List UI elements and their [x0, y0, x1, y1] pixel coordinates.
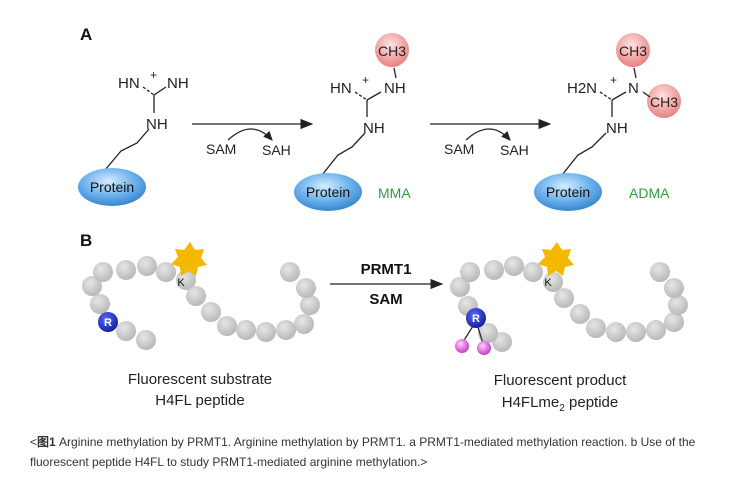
- peptide-bead: [93, 262, 113, 282]
- mma-ch3: CH3: [378, 43, 406, 59]
- step1-arrow: SAM SAH: [192, 118, 314, 158]
- substrate-peptide: [82, 256, 320, 350]
- adma-h2n: H2N: [567, 80, 597, 97]
- peptide-bead: [300, 295, 320, 315]
- peptide-bead: [201, 302, 221, 322]
- reactant-nh-chain: NH: [146, 116, 168, 133]
- substrate-caption-line2: H4FL peptide: [155, 392, 245, 409]
- reactant-hn: HN: [118, 75, 140, 92]
- adma-nh-chain: NH: [606, 120, 628, 137]
- peptide-bead: [156, 262, 176, 282]
- mma-nh: NH: [384, 80, 406, 97]
- peptide-bead: [664, 312, 684, 332]
- cofactor-label: SAM: [369, 291, 402, 308]
- peptide-bead: [570, 304, 590, 324]
- reactant-nh: NH: [167, 75, 189, 92]
- reactant-protein-label: Protein: [90, 179, 134, 195]
- peptide-bead: [450, 277, 470, 297]
- peptide-bead: [116, 321, 136, 341]
- peptide-bead: [280, 262, 300, 282]
- mma-methyl-ball: [375, 33, 409, 67]
- mma-structure: CH3 HN + NH NH Protein MMA: [294, 33, 411, 211]
- adma-protein-blob: [534, 173, 602, 211]
- figure: A HN + NH NH Protein SAM SAH CH3 HN + NH…: [78, 25, 688, 414]
- peptide-bead: [646, 320, 666, 340]
- peptide-bead: [236, 320, 256, 340]
- peptide-bead: [276, 320, 296, 340]
- left-lysine-fluorophore: K: [171, 242, 207, 289]
- peptide-bead: [626, 322, 646, 342]
- peptide-bead: [296, 278, 316, 298]
- peptide-bead: [523, 262, 543, 282]
- panel-b-arrow: PRMT1 SAM: [330, 261, 444, 308]
- step2-sam: SAM: [444, 141, 474, 157]
- panel-b-label: B: [80, 231, 92, 250]
- peptide-bead: [668, 295, 688, 315]
- mma-nh-chain: NH: [363, 120, 385, 137]
- peptide-bead: [478, 323, 498, 343]
- adma-name: ADMA: [629, 185, 670, 201]
- peptide-bead: [90, 294, 110, 314]
- mma-plus: +: [362, 73, 369, 87]
- adma-ch3-top: CH3: [619, 43, 647, 59]
- adma-methyl-ball-side: [647, 84, 681, 118]
- peptide-bead: [650, 262, 670, 282]
- figure-caption: <图1 Arginine methylation by PRMT1. Argin…: [30, 432, 735, 472]
- reactant-protein-blob: [78, 168, 146, 206]
- peptide-bead: [137, 256, 157, 276]
- caption-open: <: [30, 435, 38, 449]
- peptide-bead: [554, 288, 574, 308]
- adma-protein-label: Protein: [546, 184, 590, 200]
- peptide-bead: [606, 322, 626, 342]
- enzyme-label: PRMT1: [361, 261, 412, 278]
- step2-arrow: SAM SAH: [430, 118, 552, 158]
- peptide-bead: [586, 318, 606, 338]
- adma-plus: +: [610, 73, 617, 87]
- peptide-bead: [136, 330, 156, 350]
- methyl-bead-1: [455, 339, 469, 353]
- left-r-label: R: [104, 317, 112, 329]
- reactant-arginine: HN + NH NH Protein: [78, 68, 189, 206]
- right-dimethyl-arginine: R: [455, 308, 491, 355]
- right-fluorophore-star-icon: [538, 242, 574, 276]
- adma-n: N: [628, 80, 639, 97]
- mma-name: MMA: [378, 185, 411, 201]
- adma-ch3-side: CH3: [650, 94, 678, 110]
- caption-label: 图1: [37, 435, 56, 449]
- peptide-bead: [484, 260, 504, 280]
- right-lysine-fluorophore: K: [538, 242, 574, 289]
- product-peptide: [450, 256, 688, 352]
- peptide-bead: [460, 262, 480, 282]
- methyl-bead-2: [477, 341, 491, 355]
- mma-protein-blob: [294, 173, 362, 211]
- product-caption-line1: Fluorescent product: [494, 372, 627, 389]
- peptide-bead: [543, 272, 563, 292]
- step1-sah: SAH: [262, 142, 291, 158]
- left-fluorophore-star-icon: [171, 242, 207, 276]
- peptide-bead: [504, 256, 524, 276]
- left-k-label: K: [177, 277, 185, 289]
- left-arginine-bead: R: [98, 312, 118, 332]
- caption-text: Arginine methylation by PRMT1. Arginine …: [30, 435, 696, 469]
- adma-structure: CH3 CH3 H2N + N NH Protein ADMA: [534, 33, 681, 211]
- substrate-caption-line1: Fluorescent substrate: [128, 371, 272, 388]
- adma-methyl-ball-top: [616, 33, 650, 67]
- right-k-label: K: [544, 277, 552, 289]
- peptide-bead: [664, 278, 684, 298]
- right-r-label: R: [472, 313, 480, 325]
- step2-sah: SAH: [500, 142, 529, 158]
- peptide-bead: [82, 276, 102, 296]
- mma-protein-label: Protein: [306, 184, 350, 200]
- reactant-plus: +: [150, 68, 157, 82]
- peptide-bead: [256, 322, 276, 342]
- mma-hn: HN: [330, 80, 352, 97]
- peptide-bead: [186, 286, 206, 306]
- panel-a-label: A: [80, 25, 92, 44]
- peptide-bead: [217, 316, 237, 336]
- peptide-bead: [294, 314, 314, 334]
- step1-sam: SAM: [206, 141, 236, 157]
- product-caption-line2: H4FLme2 peptide: [502, 394, 618, 414]
- peptide-bead: [116, 260, 136, 280]
